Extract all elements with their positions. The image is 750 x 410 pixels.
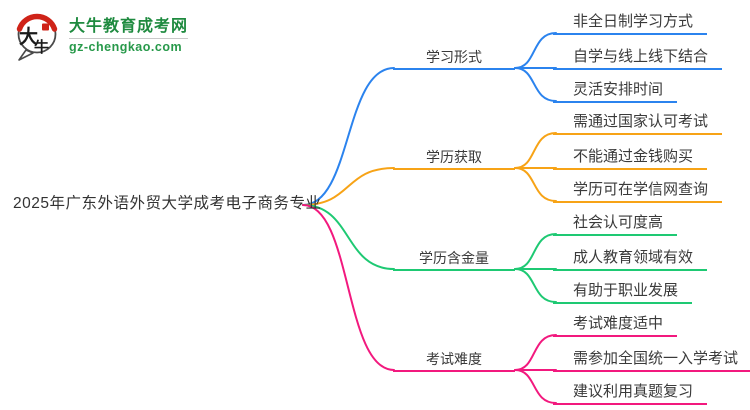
connector-path xyxy=(514,268,557,303)
branch-label: 学习形式 xyxy=(393,46,515,70)
leaf-node: 自学与线上线下结合 xyxy=(553,46,723,70)
connector-path xyxy=(514,167,557,202)
branch-label: 学历获取 xyxy=(393,146,515,170)
logo-domain: gz-chengkao.com xyxy=(69,40,183,54)
connector-path xyxy=(514,334,557,371)
connector-path xyxy=(514,32,557,69)
leaf-node: 有助于职业发展 xyxy=(553,280,693,304)
connector-path xyxy=(302,67,395,206)
svg-text:大: 大 xyxy=(19,25,38,48)
leaf-node: 建议利用真题复习 xyxy=(553,381,708,405)
root-topic: 2025年广东外语外贸大学成考电子商务专业 xyxy=(13,195,322,212)
leaf-node: 灵活安排时间 xyxy=(553,79,678,103)
leaf-node: 不能通过金钱购买 xyxy=(553,146,708,170)
logo-bubble-icon: 大 牛 xyxy=(16,13,58,61)
connector-path xyxy=(514,132,557,169)
leaf-node: 考试难度适中 xyxy=(553,313,678,337)
leaf-node: 需参加全国统一入学考试 xyxy=(553,348,750,372)
connector-path xyxy=(302,167,395,206)
branch-label: 考试难度 xyxy=(393,348,515,372)
leaf-node: 成人教育领域有效 xyxy=(553,247,708,271)
leaf-node: 社会认可度高 xyxy=(553,212,678,236)
leaf-node: 学历可在学信网查询 xyxy=(553,179,723,203)
connector-path xyxy=(302,204,395,270)
connector-path xyxy=(514,369,557,404)
leaf-node: 非全日制学习方式 xyxy=(553,11,708,35)
svg-text:牛: 牛 xyxy=(34,38,49,56)
connector-path xyxy=(514,233,557,270)
connector-path xyxy=(302,204,395,371)
logo-text-block: 大牛教育成考网 gz-chengkao.com xyxy=(69,18,189,54)
site-logo: 大 牛 大牛教育成考网 gz-chengkao.com xyxy=(12,10,189,62)
logo-separator xyxy=(69,38,189,39)
connector-path xyxy=(514,67,557,102)
branch-label: 学历含金量 xyxy=(393,247,515,271)
leaf-node: 需通过国家认可考试 xyxy=(553,111,723,135)
logo-title: 大牛教育成考网 xyxy=(69,18,189,35)
